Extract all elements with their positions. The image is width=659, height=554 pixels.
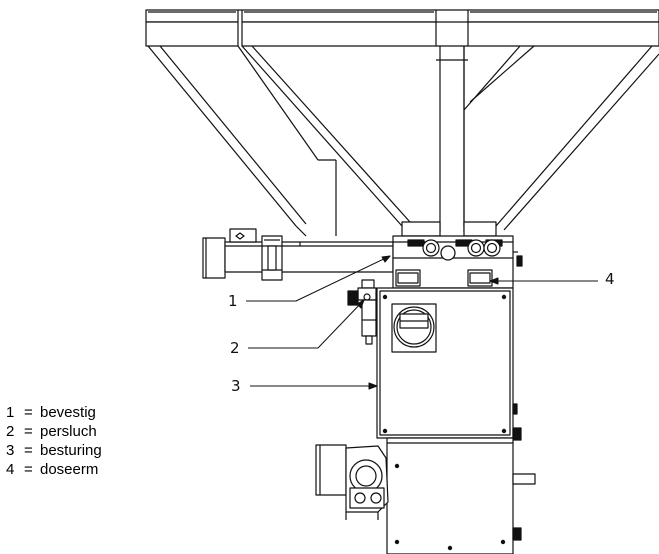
legend-equals: = [24, 442, 33, 459]
legend-equals: = [24, 423, 33, 440]
legend-text: persluch [40, 423, 97, 440]
leader-arrow-2 [357, 300, 364, 308]
left-hopper [148, 46, 410, 236]
legend-item: 3 = besturing [6, 441, 146, 460]
air-regulator [348, 280, 376, 344]
leader-lines [246, 256, 598, 389]
leader-arrow-3 [369, 383, 377, 389]
hopper-outlets [402, 222, 496, 236]
legend-equals: = [24, 404, 33, 421]
legend-item: 1 = bevestig [6, 403, 146, 422]
gear-motor [316, 445, 388, 520]
legend-number: 4 [6, 461, 15, 478]
legend-item: 2 = persluch [6, 422, 146, 441]
hopper-rims [146, 10, 659, 46]
legend-number: 3 [6, 442, 15, 459]
leader-line-1 [246, 256, 390, 301]
callout-4: 4 [605, 270, 615, 288]
legend-item: 4 = doseerm [6, 460, 146, 479]
dosing-head [393, 236, 522, 288]
legend-text: bevestig [40, 404, 96, 421]
legend-equals: = [24, 461, 33, 478]
conveyor [203, 229, 393, 280]
leader-arrow-1 [382, 256, 390, 262]
leader-arrow-4 [490, 278, 498, 284]
legend: 1 = bevestig 2 = persluch 3 = besturing 4 = dose… [6, 403, 146, 479]
callout-3: 3 [231, 377, 241, 395]
legend-text: doseerm [40, 461, 99, 478]
control-cabinet [377, 288, 521, 440]
hopper-column [436, 22, 468, 232]
legend-number: 1 [6, 404, 15, 421]
lower-housing [387, 438, 535, 554]
legend-number: 2 [6, 423, 15, 440]
callout-1: 1 [228, 292, 238, 310]
legend-text: besturing [40, 442, 102, 459]
right-hopper [464, 46, 659, 230]
callout-2: 2 [230, 339, 240, 357]
leader-line-2 [248, 300, 364, 348]
